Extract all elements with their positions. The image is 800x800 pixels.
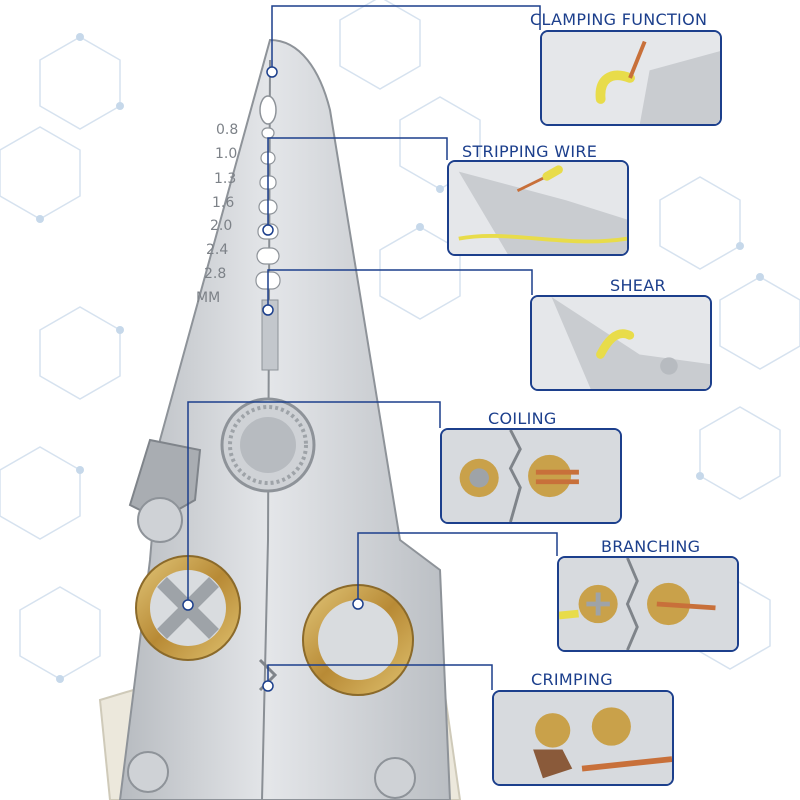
leader-line-shear <box>267 269 533 310</box>
feature-title-crimping: CRIMPING <box>531 670 613 689</box>
feature-title-shear: SHEAR <box>610 276 666 295</box>
gauge-label: 1.6 <box>212 195 235 211</box>
leader-line-branching <box>357 532 558 604</box>
feature-title-stripping: STRIPPING WIRE <box>462 142 598 161</box>
leader-line-coiling <box>187 401 441 605</box>
feature-title-coiling: COILING <box>488 409 557 428</box>
feature-title-branching: BRANCHING <box>601 537 701 556</box>
gauge-label: 2.0 <box>210 218 233 234</box>
shear-photo <box>530 295 712 391</box>
branching-photo <box>557 556 739 652</box>
leader-line-stripping <box>267 137 448 230</box>
gauge-label: 2.8 <box>204 266 227 282</box>
gauge-label: 1.0 <box>215 146 238 162</box>
gauge-unit: MM <box>196 290 221 306</box>
stripping-wire-photo <box>447 160 629 256</box>
clamping-function-photo <box>540 30 722 126</box>
coiling-photo <box>440 428 622 524</box>
gauge-label: 0.8 <box>216 122 239 138</box>
crimping-photo <box>492 690 674 786</box>
leader-line-crimping <box>267 664 493 690</box>
gauge-label: 2.4 <box>206 242 229 258</box>
gauge-label: 1.3 <box>214 171 237 187</box>
feature-title-clamping: CLAMPING FUNCTION <box>530 10 708 29</box>
leader-line-clamping <box>271 5 541 72</box>
